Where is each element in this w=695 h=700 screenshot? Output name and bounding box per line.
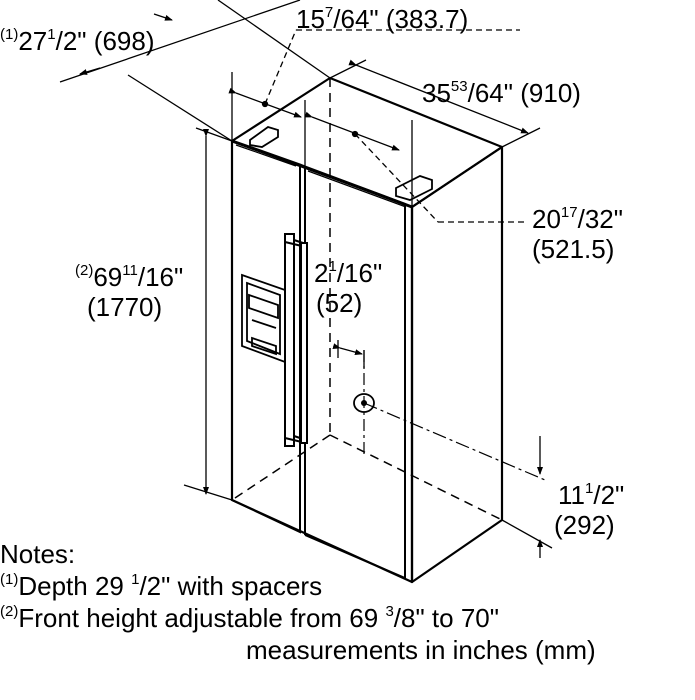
note-2: (2)Front height adjustable from 69 3/8" … [0,603,499,633]
width-label: 3553/64" (910) [422,78,581,108]
refrigerator-body [230,76,504,584]
dispenser [241,273,286,364]
dispenser-offset-label: 2017/32"(521.5) [532,204,623,264]
water-height-label: 111/2"(292) [554,480,625,540]
water-offset-label: 21/16"(52) [314,258,383,318]
hidden-edges [231,78,503,521]
right-hinge [395,175,433,201]
water-offset-dimension [332,340,365,368]
units-note: measurements in inches (mm) [246,635,596,665]
notes-block: Notes: (1)Depth 29 1/2" with spacers (2)… [0,538,596,666]
right-door-edge [304,166,406,580]
depth-dimension [59,0,331,142]
hinges [249,126,433,201]
door-handle [284,233,308,447]
depth-label: (1)271/2" (698) [0,26,155,56]
left-hinge [249,126,279,148]
note-1: (1)Depth 29 1/2" with spacers [0,571,323,601]
height-label: (2)6911/16"(1770) [75,262,184,322]
width-dimension [304,59,541,223]
doors [231,139,413,580]
right-face [410,145,504,584]
water-height-dimension [501,436,553,558]
height-dimension [183,127,233,501]
door-width-label: 157/64" (383.7) [296,4,469,34]
front-face [230,139,414,584]
water-connection [353,350,546,481]
notes-heading: Notes: [0,539,76,569]
